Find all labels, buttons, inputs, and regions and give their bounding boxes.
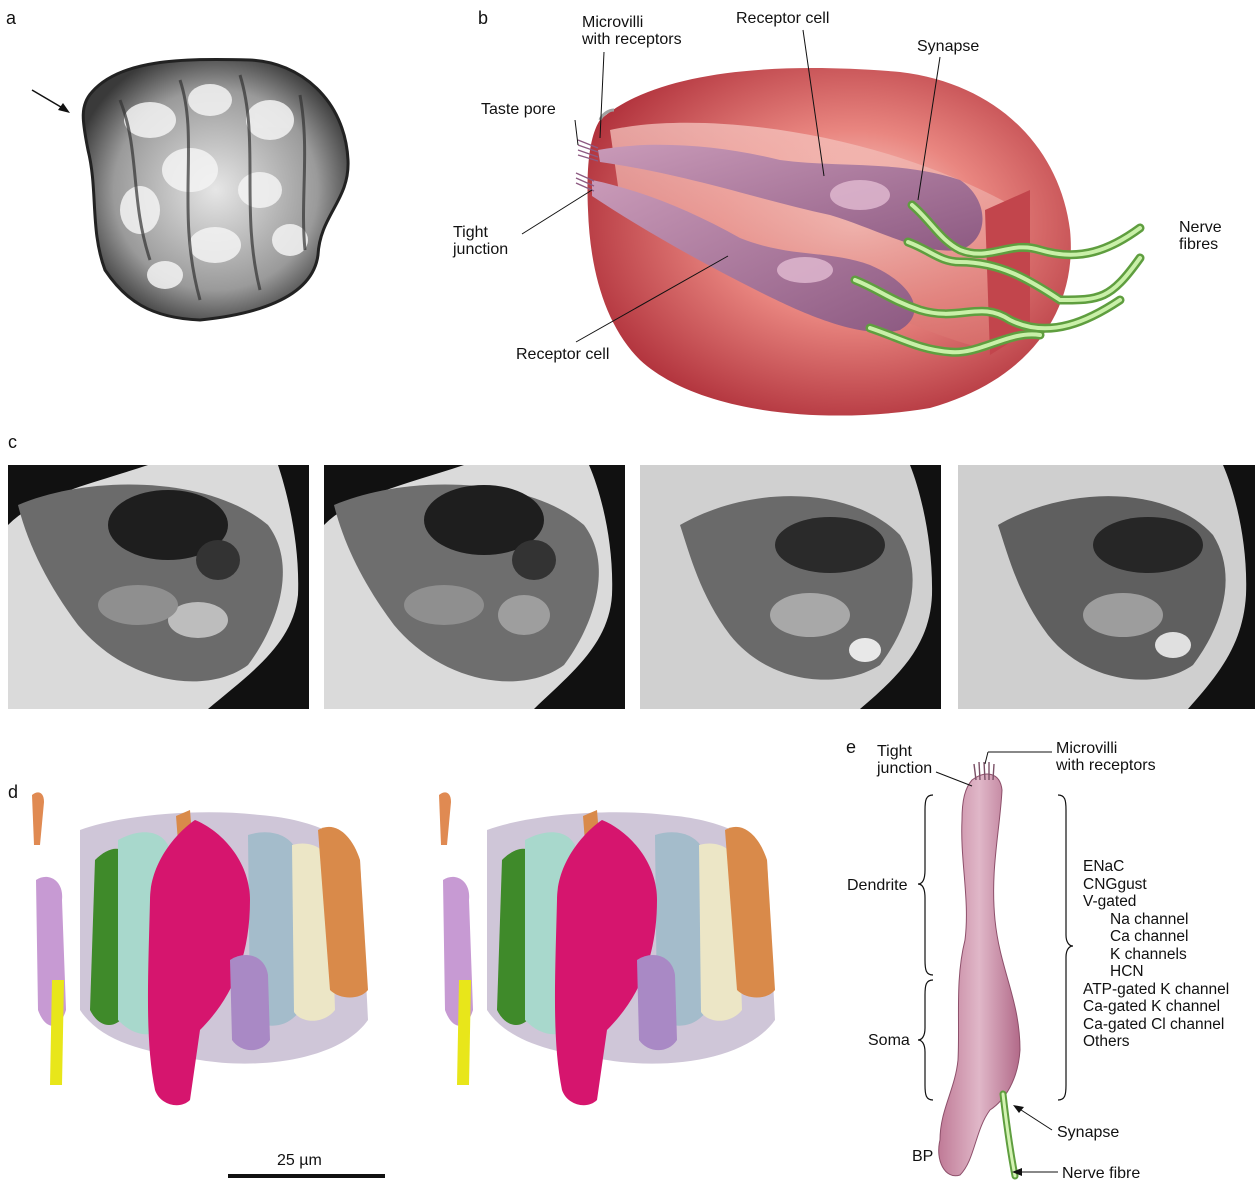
channel-item: Ca-gated K channel xyxy=(1083,998,1229,1016)
channel-item: Na channel xyxy=(1083,911,1229,929)
label-nerve-fibre-e: Nerve fibre xyxy=(1062,1165,1140,1182)
label-dendrite: Dendrite xyxy=(847,877,907,894)
brace-soma xyxy=(918,980,933,1100)
channel-item: Ca-gated Cl channel xyxy=(1083,1016,1229,1034)
label-microvilli-e: Microvilli with receptors xyxy=(1056,740,1156,774)
channel-item: K channels xyxy=(1083,946,1229,964)
channel-item: Others xyxy=(1083,1033,1229,1051)
brace-channels xyxy=(1058,795,1073,1100)
channel-item: Ca channel xyxy=(1083,928,1229,946)
channel-item: CNGgust xyxy=(1083,876,1229,894)
label-synapse-e: Synapse xyxy=(1057,1124,1119,1141)
label-tight-junction-e: Tight junction xyxy=(877,743,932,777)
channel-item: V-gated xyxy=(1083,893,1229,911)
channel-item: ATP-gated K channel xyxy=(1083,981,1229,999)
channel-item: ENaC xyxy=(1083,858,1229,876)
channel-item: HCN xyxy=(1083,963,1229,981)
brace-dendrite xyxy=(918,795,933,975)
channel-list: ENaC CNGgust V-gated Na channel Ca chann… xyxy=(1083,858,1229,1051)
label-soma: Soma xyxy=(868,1032,910,1049)
label-bp: BP xyxy=(912,1148,933,1165)
